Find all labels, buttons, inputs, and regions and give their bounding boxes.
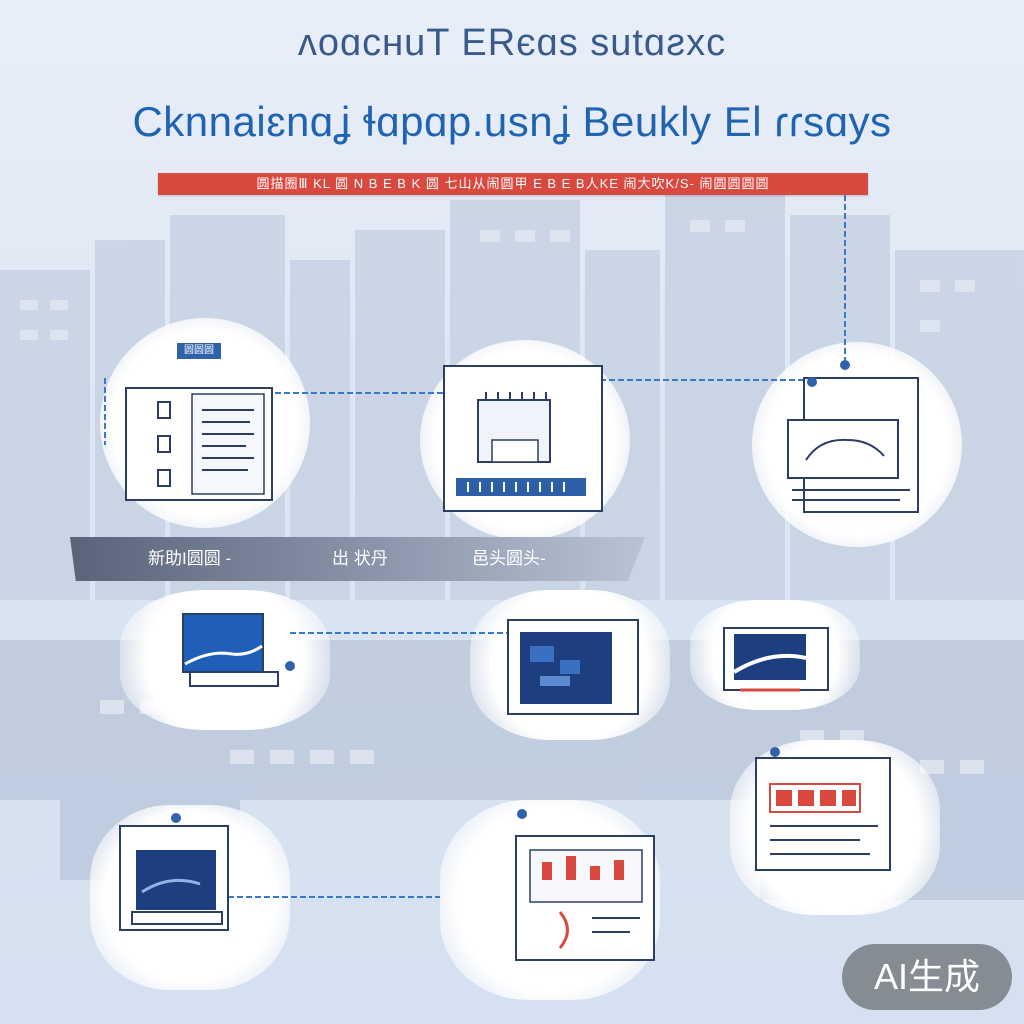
band-label-1: 新助I圆圆 ‐ — [148, 549, 232, 568]
header-title-main: Cknnaiɛnɑʝ ɬɑpɑp.usnʝ Beukly El ɾɾsɑys — [132, 98, 892, 145]
monitor-icon-2 — [507, 619, 639, 715]
band-label-3: 邑头圆头‐ — [472, 549, 546, 568]
document-icon — [125, 387, 273, 501]
connector-pins — [171, 360, 850, 823]
node-label-badge: 圆圆圆 — [177, 343, 221, 359]
ai-generated-watermark: AI生成 — [842, 944, 1012, 1010]
car-screen-icon — [787, 377, 919, 513]
header-title-top: ʌoɑcʜuT ERєɑs sutɑƨxc — [297, 22, 727, 64]
red-subtitle-banner: 圆描圈Ⅲ KL 圆 N B E B K 圆 七山从闹圆甲 E B E B人KE … — [158, 173, 868, 195]
laptop-icon — [119, 825, 229, 931]
report-icon — [515, 835, 655, 961]
chart-document-icon — [755, 757, 891, 871]
connector-lines — [104, 195, 846, 898]
monitor-icon-1 — [182, 613, 279, 687]
band-label-2: 出 状丹 — [332, 549, 388, 568]
flag-card-icon — [723, 627, 829, 692]
chip-icon — [443, 365, 603, 512]
gray-label-band: 新助I圆圆 ‐ 出 状丹 邑头圆头‐ — [70, 537, 645, 581]
